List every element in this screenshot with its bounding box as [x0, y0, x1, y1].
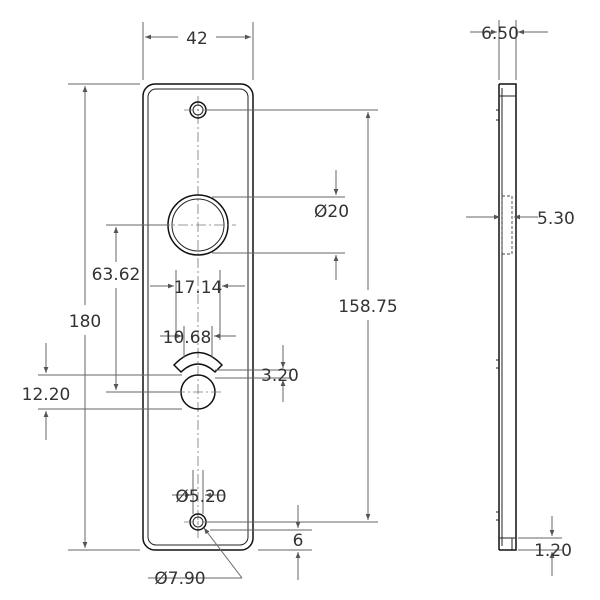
side-hidden-recess — [501, 195, 513, 255]
plate-outline — [142, 83, 254, 551]
front-view — [142, 83, 254, 551]
spindle-hole — [160, 194, 236, 256]
indicator-slot-label: 10.68 — [163, 328, 212, 348]
dim-thumb-hole: 12.20 — [22, 343, 182, 440]
thumb-hole-label: 12.20 — [22, 385, 71, 405]
dim-plate-width: 42 — [142, 22, 254, 80]
dim-indicator-slot: 10.68 — [160, 326, 236, 358]
thumb-hole — [175, 374, 221, 410]
hole-spacing-label: 158.75 — [338, 297, 397, 317]
dim-hole-spacing: 158.75 — [206, 109, 398, 523]
plate-inner-outline — [147, 88, 249, 546]
dim-side-thickness: 6.50 — [470, 20, 548, 80]
screw-hole-label: Ø5.20 — [175, 487, 226, 507]
indicator-window — [172, 351, 224, 374]
indicator-gap-label: 3.20 — [261, 366, 299, 386]
countersink-label: Ø7.90 — [154, 569, 205, 589]
edge-offset-label: 6 — [293, 531, 304, 551]
side-recess-label: 5.30 — [537, 209, 575, 229]
side-thickness-label: 6.50 — [481, 24, 519, 44]
spindle-hole-label: Ø20 — [314, 202, 349, 222]
plate-width-label: 42 — [186, 29, 208, 49]
dim-spindle-hole: Ø20 — [212, 170, 349, 280]
side-outline — [499, 83, 517, 551]
side-flange-label: 1.20 — [534, 541, 572, 561]
dim-countersink: Ø7.90 — [148, 527, 243, 589]
dim-screw-hole: Ø5.20 — [172, 470, 227, 514]
indicator-width-label: 17.14 — [174, 278, 223, 298]
dim-edge-offset: 6 — [210, 505, 312, 580]
dim-side-flange: 1.20 — [518, 516, 572, 576]
dim-spindle-offset: 63.62 — [92, 224, 180, 393]
dim-side-recess: 5.30 — [466, 209, 575, 229]
dim-indicator-gap: 3.20 — [215, 345, 299, 402]
spindle-offset-label: 63.62 — [92, 265, 141, 285]
plate-height-label: 180 — [69, 312, 101, 332]
dim-plate-height: 180 — [68, 83, 140, 551]
dim-indicator-width: 17.14 — [150, 270, 245, 340]
side-view — [496, 83, 517, 551]
